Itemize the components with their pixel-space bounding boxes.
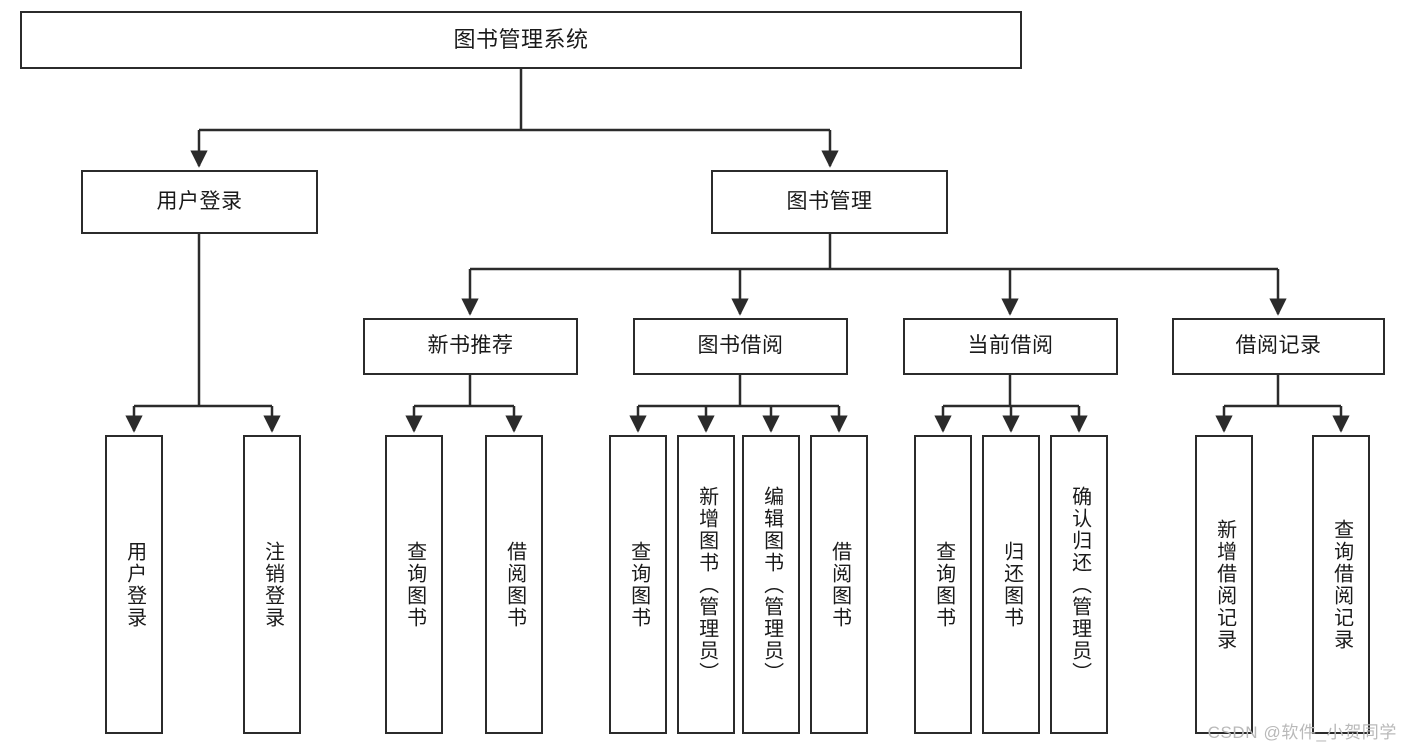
leaf-borrow-book-add[interactable]: 新增图书（管理员） [677,435,735,734]
node-label: 注销登录 [261,540,284,629]
leaf-current-borrow-return[interactable]: 归还图书 [982,435,1040,734]
leaf-borrow-book-edit[interactable]: 编辑图书（管理员） [742,435,800,734]
node-label: 用户登录 [123,540,146,629]
node-label: 确认归还（管理员） [1068,485,1091,684]
leaf-new-book-borrow[interactable]: 借阅图书 [485,435,543,734]
node-label: 当前借阅 [967,334,1054,358]
node-label: 归还图书 [1000,540,1023,629]
leaf-borrow-book-borrow[interactable]: 借阅图书 [810,435,868,734]
leaf-new-book-query[interactable]: 查询图书 [385,435,443,734]
leaf-borrow-book-query[interactable]: 查询图书 [609,435,667,734]
leaf-current-borrow-query[interactable]: 查询图书 [914,435,972,734]
node-label: 新书推荐 [427,334,514,358]
node-label: 查询图书 [627,540,650,629]
node-label: 新增借阅记录 [1213,518,1236,651]
leaf-user-login-logout[interactable]: 注销登录 [243,435,301,734]
node-label: 借阅图书 [503,540,526,629]
node-label: 图书管理 [786,189,873,213]
node-label: 用户登录 [156,189,243,213]
leaf-borrow-record-query[interactable]: 查询借阅记录 [1312,435,1370,734]
node-user-login[interactable]: 用户登录 [81,170,318,234]
node-root-book-management-system[interactable]: 图书管理系统 [20,11,1022,69]
node-book-management[interactable]: 图书管理 [711,170,948,234]
node-label: 借阅图书 [828,540,851,629]
leaf-borrow-record-add[interactable]: 新增借阅记录 [1195,435,1253,734]
watermark-text: CSDN @软件_小贺同学 [1207,723,1397,742]
node-label: 编辑图书（管理员） [760,485,783,684]
node-label: 图书借阅 [697,334,784,358]
node-current-borrow[interactable]: 当前借阅 [903,318,1118,375]
leaf-current-borrow-confirm-return[interactable]: 确认归还（管理员） [1050,435,1108,734]
node-label: 借阅记录 [1235,334,1322,358]
node-new-book-recommend[interactable]: 新书推荐 [363,318,578,375]
node-label: 查询图书 [403,540,426,629]
leaf-user-login-login[interactable]: 用户登录 [105,435,163,734]
node-label: 查询图书 [932,540,955,629]
node-label: 查询借阅记录 [1330,518,1353,651]
node-book-borrow[interactable]: 图书借阅 [633,318,848,375]
node-label: 图书管理系统 [453,27,589,53]
node-borrow-record[interactable]: 借阅记录 [1172,318,1385,375]
node-label: 新增图书（管理员） [695,485,718,684]
